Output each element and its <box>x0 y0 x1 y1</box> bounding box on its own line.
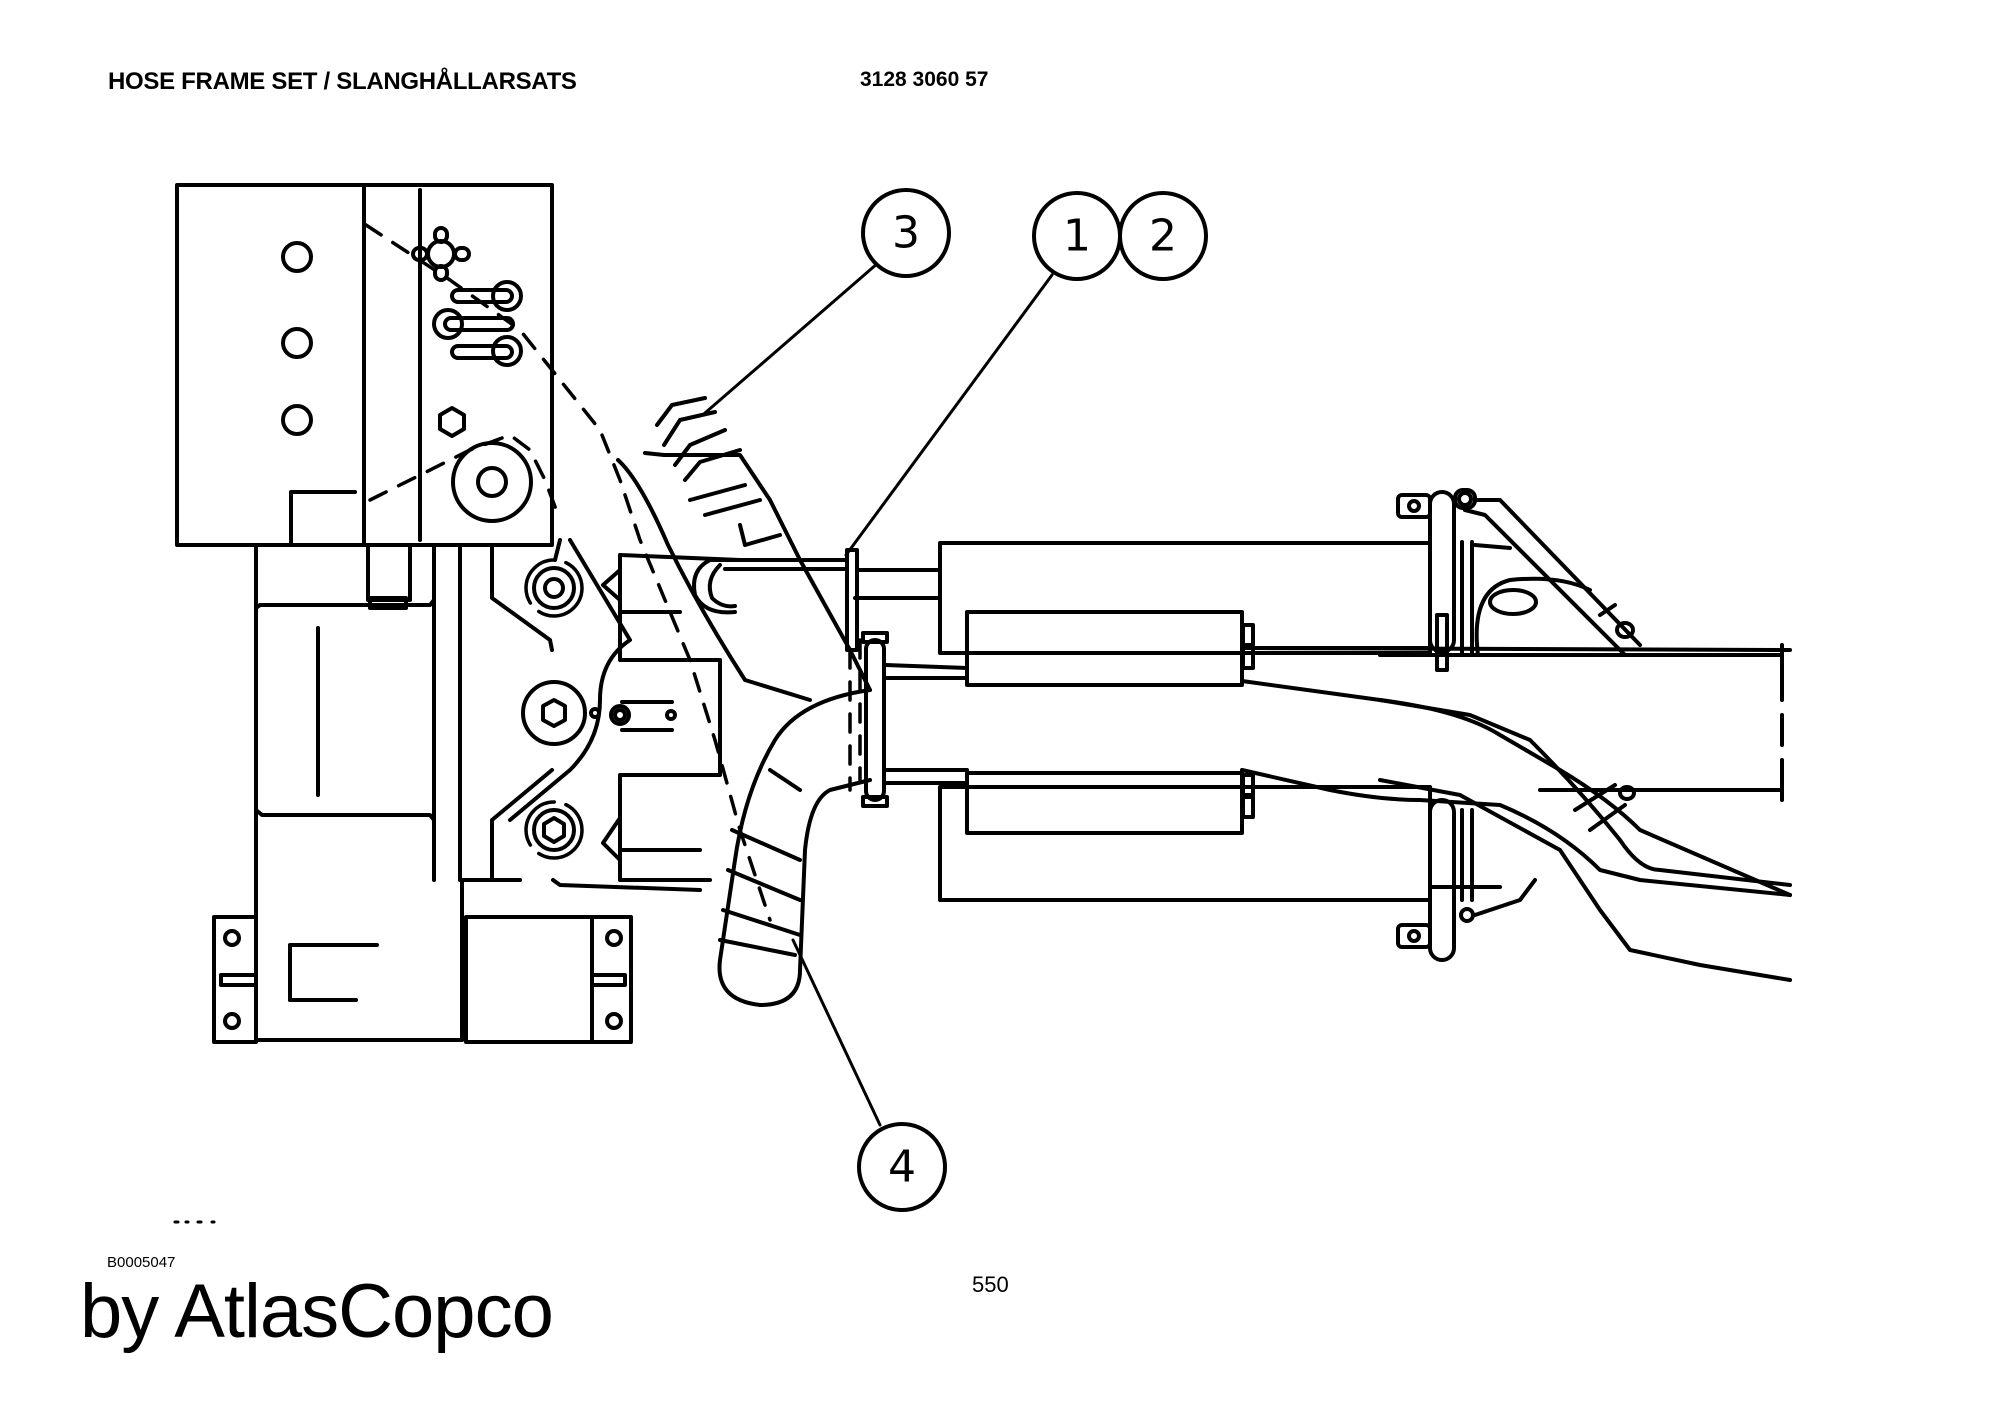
lower-hinge-bracket <box>1396 783 1636 962</box>
hose-assembly <box>616 396 872 1007</box>
callout-1-label: 1 <box>1063 211 1091 262</box>
brand-watermark: by AtlasCopco <box>80 1269 554 1354</box>
part-number: 3128 3060 57 <box>860 68 989 91</box>
leader-lines <box>703 261 1054 1127</box>
central-bracket <box>490 538 847 892</box>
page-title: HOSE FRAME SET / SLANGHÅLLARSATS <box>108 68 577 95</box>
callout-4-label: 4 <box>888 1142 916 1193</box>
callout-1: 1 <box>1032 191 1122 281</box>
callout-2: 2 <box>1118 191 1208 281</box>
upper-hinge-bracket <box>1396 488 1642 672</box>
boom-cylinders <box>853 541 1792 982</box>
hose-clamp <box>845 548 889 808</box>
upper-mounting-block <box>175 183 772 922</box>
callout-3: 3 <box>861 188 951 278</box>
page-number: 550 <box>972 1272 1009 1297</box>
callout-2-label: 2 <box>1149 211 1177 262</box>
drawing-id: B0005047 <box>107 1254 176 1271</box>
callout-4: 4 <box>857 1122 947 1212</box>
callout-3-label: 3 <box>892 208 920 259</box>
lower-frame-assembly <box>212 543 633 1044</box>
